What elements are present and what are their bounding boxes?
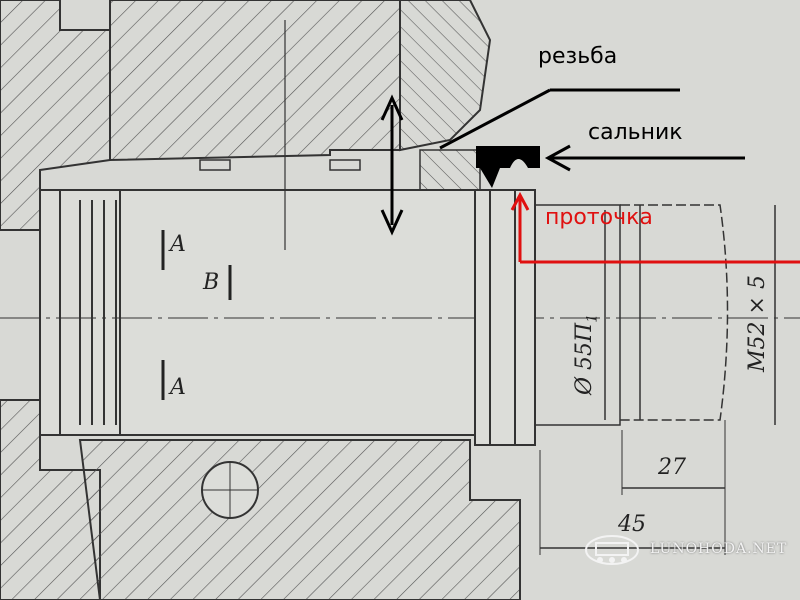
thread-label: резьба [538,44,618,69]
seal [476,144,745,188]
thread-arrow [380,88,680,236]
section-mark-b: B [203,270,220,295]
lunokhod-rover-icon [585,535,639,565]
section-mark-a-top: A [170,232,186,257]
groove-pointer [510,191,800,264]
shaft [0,20,800,519]
seal-label: сальник [588,120,683,145]
dimension-45: 45 [618,512,646,537]
groove-label: проточка [545,205,653,230]
diameter-subscript: 1 [584,313,601,323]
thread-size-dimension: M52 × 5 [745,275,770,372]
section-mark-a-bottom: A [170,375,186,400]
dimension-lines [539,205,776,555]
dimension-27: 27 [658,455,686,480]
housing-hatching [0,0,521,600]
watermark-text: LUNOHODA.NET [650,541,788,557]
diameter-dimension: Ø 55П1 [572,314,600,395]
diameter-value: Ø 55П [572,322,597,395]
section-lines [161,230,232,400]
